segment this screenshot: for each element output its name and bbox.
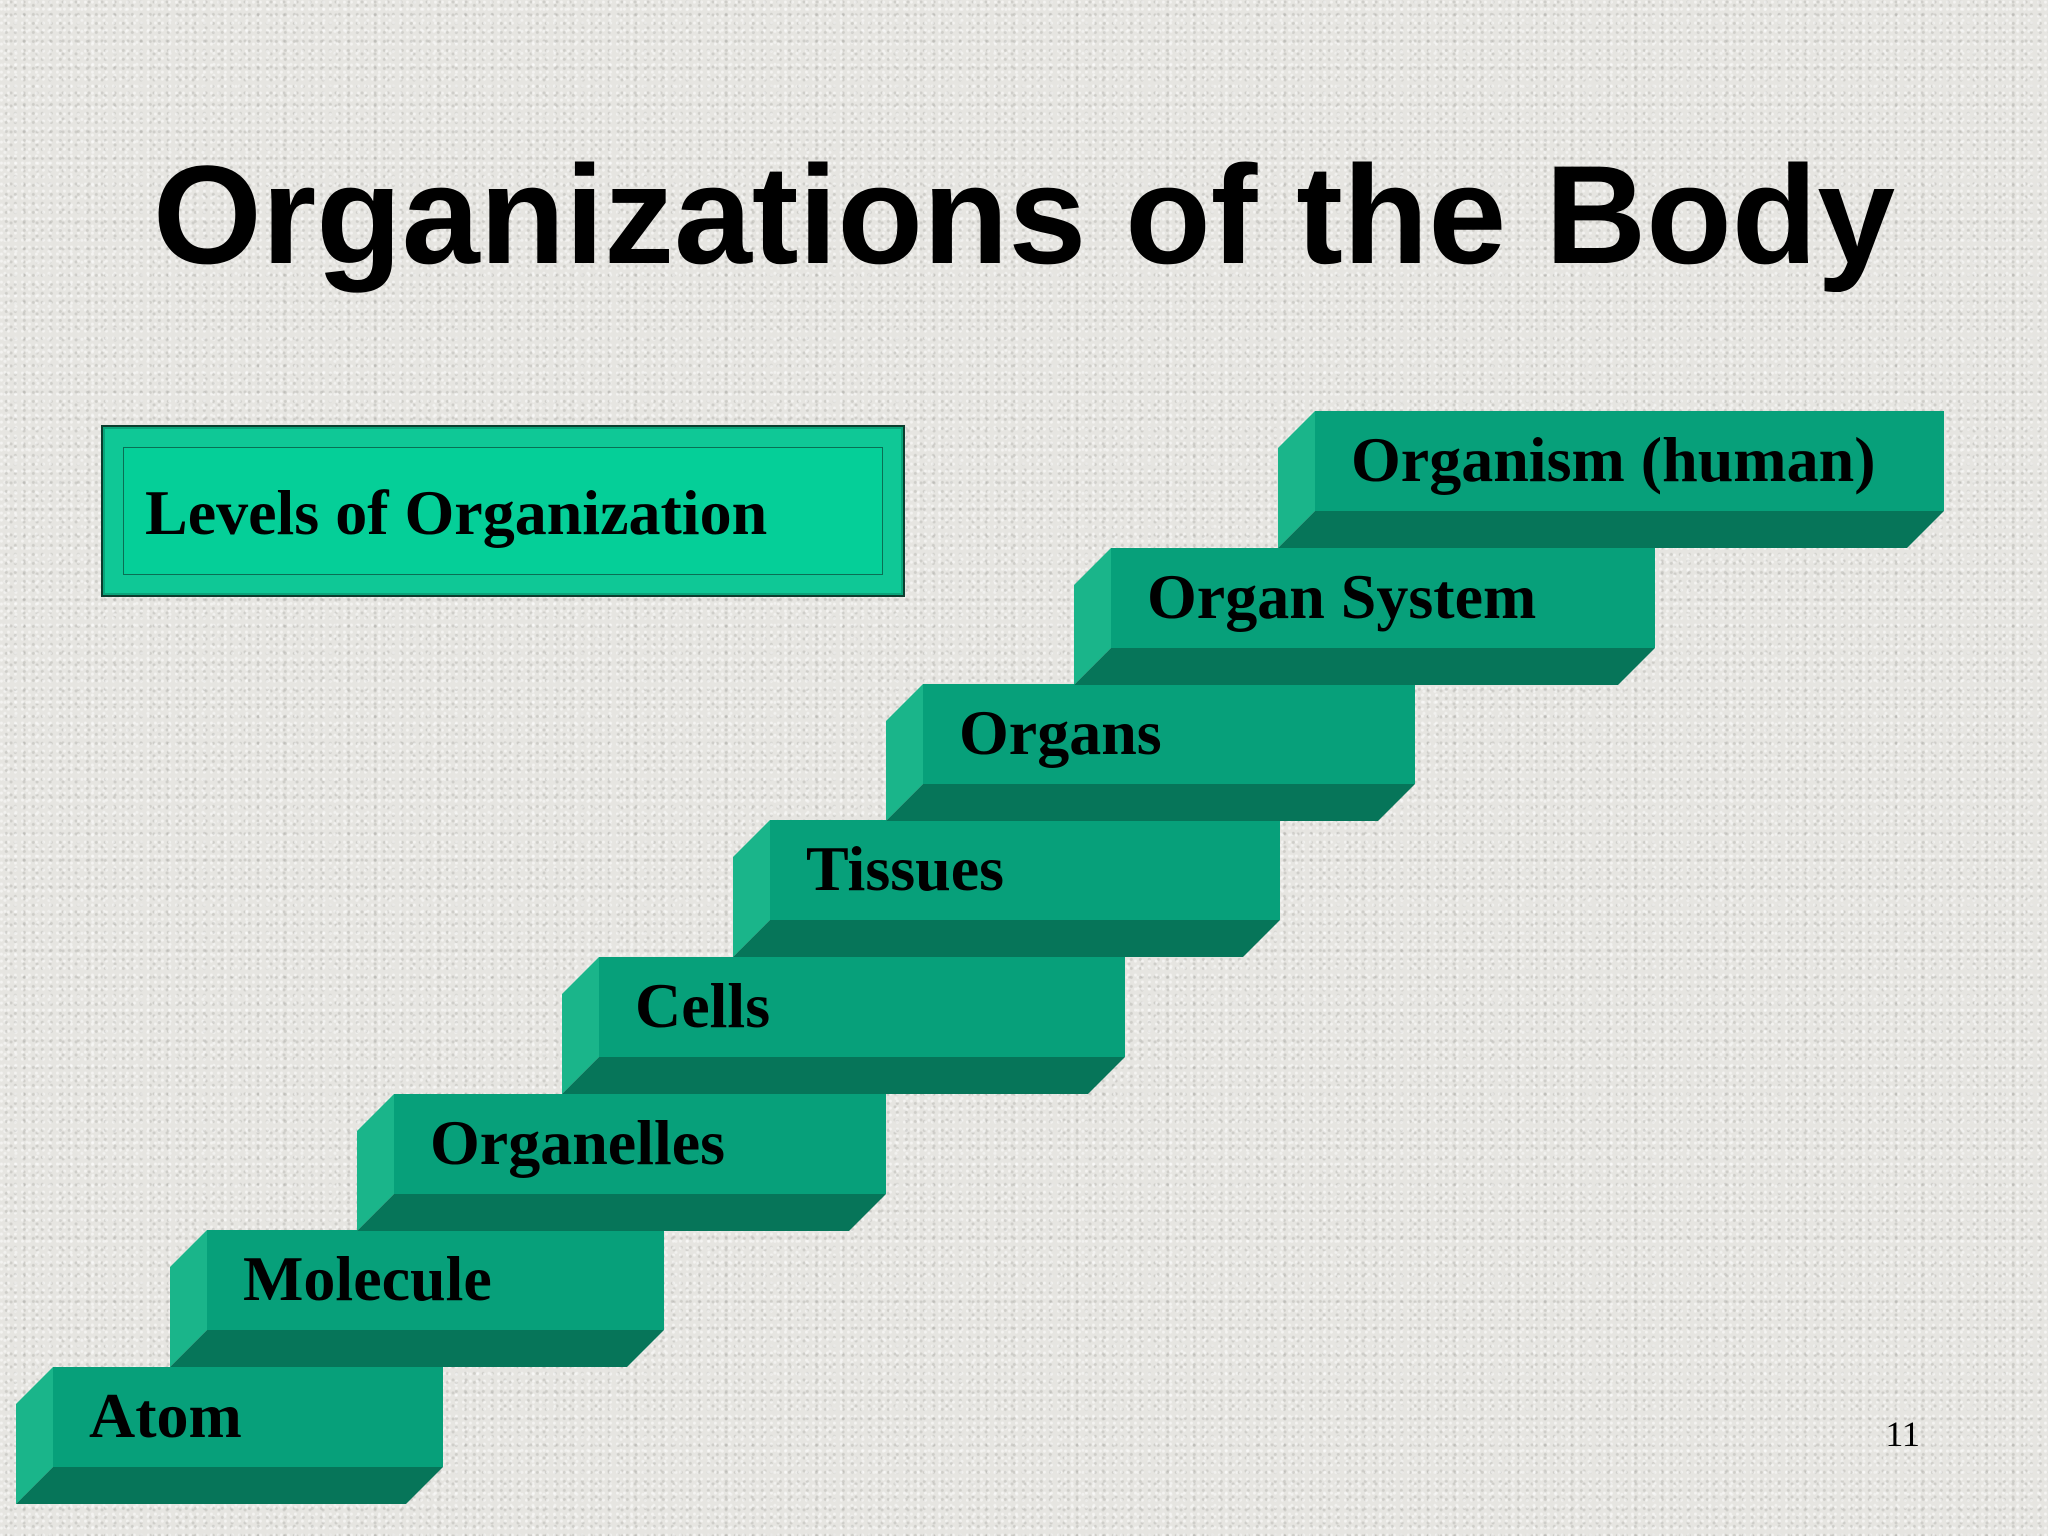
step-label: Organs — [959, 697, 1162, 768]
step-left-bevel — [1278, 411, 1315, 548]
slide-title: Organizations of the Body — [152, 136, 1896, 293]
levels-label-bevel — [123, 447, 883, 575]
step-label: Organ System — [1147, 561, 1537, 632]
levels-label-text: Levels of Organization — [145, 477, 768, 548]
step-bottom-bevel — [357, 1194, 886, 1231]
step-face — [923, 684, 1415, 784]
step-block-2 — [170, 1230, 664, 1367]
step-bottom-bevel — [733, 920, 1280, 957]
step-block-3 — [357, 1094, 886, 1231]
step-label: Cells — [635, 970, 771, 1041]
step-label: Tissues — [806, 833, 1005, 904]
step-left-bevel — [562, 957, 599, 1094]
step-left-bevel — [1074, 548, 1111, 685]
step-face — [1315, 411, 1944, 511]
levels-label-box — [101, 425, 905, 597]
step-label: Organelles — [430, 1107, 726, 1178]
step-bottom-bevel — [1278, 511, 1944, 548]
page-number: 11 — [1885, 1414, 1920, 1454]
step-block-1 — [16, 1367, 443, 1504]
step-block-8 — [1278, 411, 1944, 548]
step-face — [770, 820, 1280, 920]
step-block-6 — [886, 684, 1415, 821]
step-bottom-bevel — [170, 1330, 664, 1367]
step-face — [599, 957, 1125, 1057]
step-label: Molecule — [243, 1243, 492, 1314]
step-bottom-bevel — [16, 1467, 443, 1504]
step-bottom-bevel — [562, 1057, 1125, 1094]
step-face — [1111, 548, 1655, 648]
step-left-bevel — [16, 1367, 53, 1504]
step-left-bevel — [357, 1094, 394, 1231]
step-left-bevel — [733, 820, 770, 957]
step-block-7 — [1074, 548, 1655, 685]
step-label: Organism (human) — [1351, 424, 1876, 495]
step-bottom-bevel — [1074, 648, 1655, 685]
step-label: Atom — [89, 1380, 242, 1451]
step-bottom-bevel — [886, 784, 1415, 821]
step-face — [53, 1367, 443, 1467]
step-face — [394, 1094, 886, 1194]
step-block-5 — [733, 820, 1280, 957]
step-block-4 — [562, 957, 1125, 1094]
step-face — [207, 1230, 664, 1330]
step-left-bevel — [886, 684, 923, 821]
step-left-bevel — [170, 1230, 207, 1367]
